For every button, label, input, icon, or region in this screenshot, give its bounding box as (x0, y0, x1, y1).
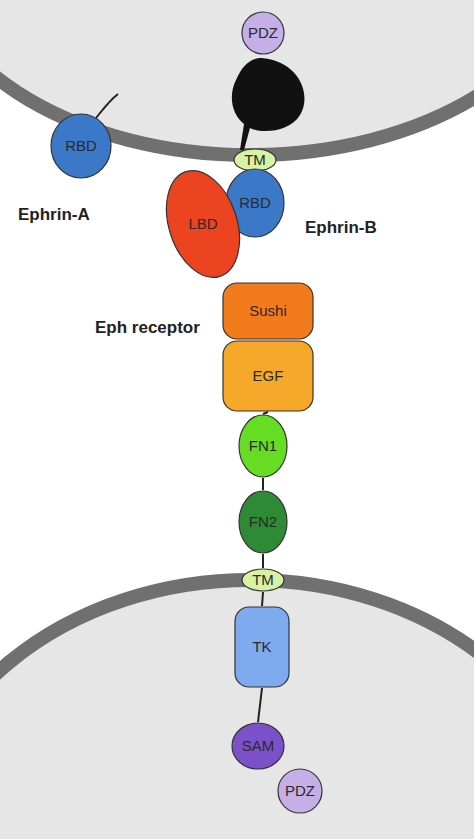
egf-domain: EGF (222, 340, 314, 412)
sam-domain: SAM (231, 722, 285, 770)
ephrin-b-label: Ephrin-B (305, 218, 377, 238)
domain-fill (232, 723, 284, 769)
domain-fill (239, 491, 287, 553)
transmembrane-domain: TM (233, 148, 277, 172)
domain-fill (234, 149, 276, 171)
domain-label: SAM (242, 738, 275, 755)
domain-fill (278, 769, 322, 813)
transmembrane-domain: TM (241, 568, 285, 592)
domain-label: FN2 (249, 514, 277, 531)
lower-cell (0, 580, 474, 839)
domain-label: Sushi (249, 303, 287, 320)
domain-linker (258, 688, 262, 722)
sushi-domain: Sushi (222, 282, 314, 340)
domain-linker (262, 592, 263, 606)
domain-fill (239, 415, 287, 477)
domain-linker (262, 478, 264, 490)
domain-fill (154, 161, 253, 287)
domain-fill (51, 114, 111, 178)
domain-label: FN1 (249, 438, 277, 455)
domain-label: PDZ (285, 783, 315, 800)
gpi-anchor-line (96, 94, 118, 118)
domain-fill (242, 569, 284, 591)
pdz-domain: PDZ (241, 11, 285, 55)
fibronectin-domain: FN2 (238, 490, 288, 554)
rbd-domain: RBD (50, 113, 112, 179)
eph-receptor-label: Eph receptor (95, 318, 200, 338)
domain-linker (262, 554, 264, 568)
cytoplasmic-adaptor (232, 58, 305, 150)
domain-label: TK (252, 639, 271, 656)
domain-label: PDZ (248, 25, 278, 42)
domain-fill (223, 341, 313, 411)
pdz-domain: PDZ (277, 768, 323, 814)
domain-label: LBD (188, 216, 217, 233)
domain-linker (263, 412, 268, 414)
ephrin-a-label: Ephrin-A (18, 205, 90, 225)
domain-label: TM (252, 572, 274, 589)
kinase-domain: TK (234, 606, 290, 688)
domain-fill (223, 283, 313, 339)
ligand-binding-domain: LBD (168, 168, 238, 280)
domain-label: TM (244, 152, 266, 169)
domain-label: EGF (253, 368, 284, 385)
domain-label: RBD (65, 138, 97, 155)
domain-label: RBD (239, 195, 271, 212)
domain-fill (242, 12, 284, 54)
fibronectin-domain: FN1 (238, 414, 288, 478)
domain-fill (235, 607, 289, 687)
